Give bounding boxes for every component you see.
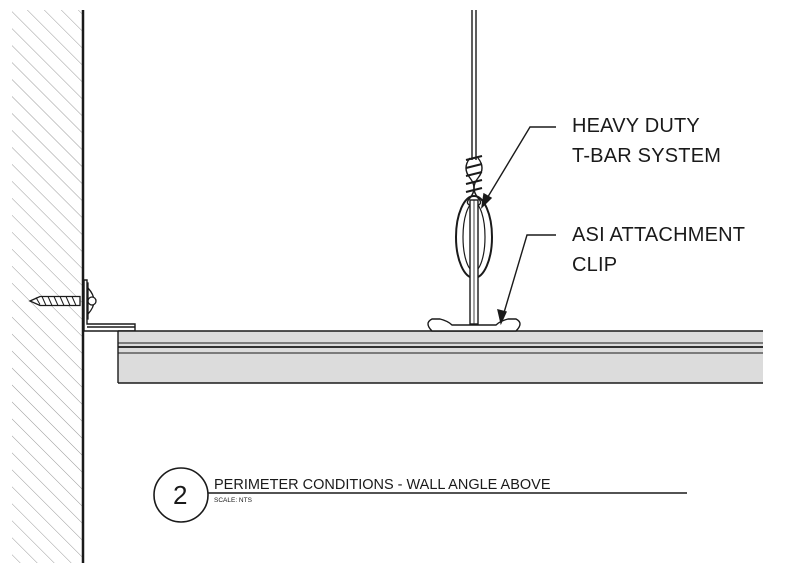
- clip-label-line2: CLIP: [572, 254, 618, 276]
- hanger-wire: [465, 10, 483, 207]
- arrowhead-tbar: [480, 192, 493, 210]
- tbar-label-line1: HEAVY DUTY: [572, 115, 700, 137]
- detail-scale: SCALE: NTS: [214, 497, 252, 504]
- leader-lines: [480, 126, 556, 326]
- wire-twist: [465, 155, 483, 193]
- arrowhead-clip: [497, 309, 507, 326]
- detail-number-circle: [153, 467, 209, 523]
- detail-title-block: [153, 467, 687, 523]
- wall: [12, 10, 85, 563]
- panel-fill: [118, 331, 763, 383]
- wall-hatch: [12, 10, 83, 563]
- leader-clip: [502, 234, 556, 317]
- detail-title: PERIMETER CONDITIONS - WALL ANGLE ABOVE: [214, 477, 551, 493]
- clip-label-line1: ASI ATTACHMENT: [572, 224, 746, 246]
- wall-angle: [83, 279, 136, 332]
- t-bar: [427, 199, 521, 332]
- leader-tbar: [485, 126, 556, 201]
- tbar-label-line2: T-BAR SYSTEM: [572, 145, 722, 167]
- ceiling-panel: [117, 330, 763, 384]
- detail-number: 2: [173, 480, 188, 510]
